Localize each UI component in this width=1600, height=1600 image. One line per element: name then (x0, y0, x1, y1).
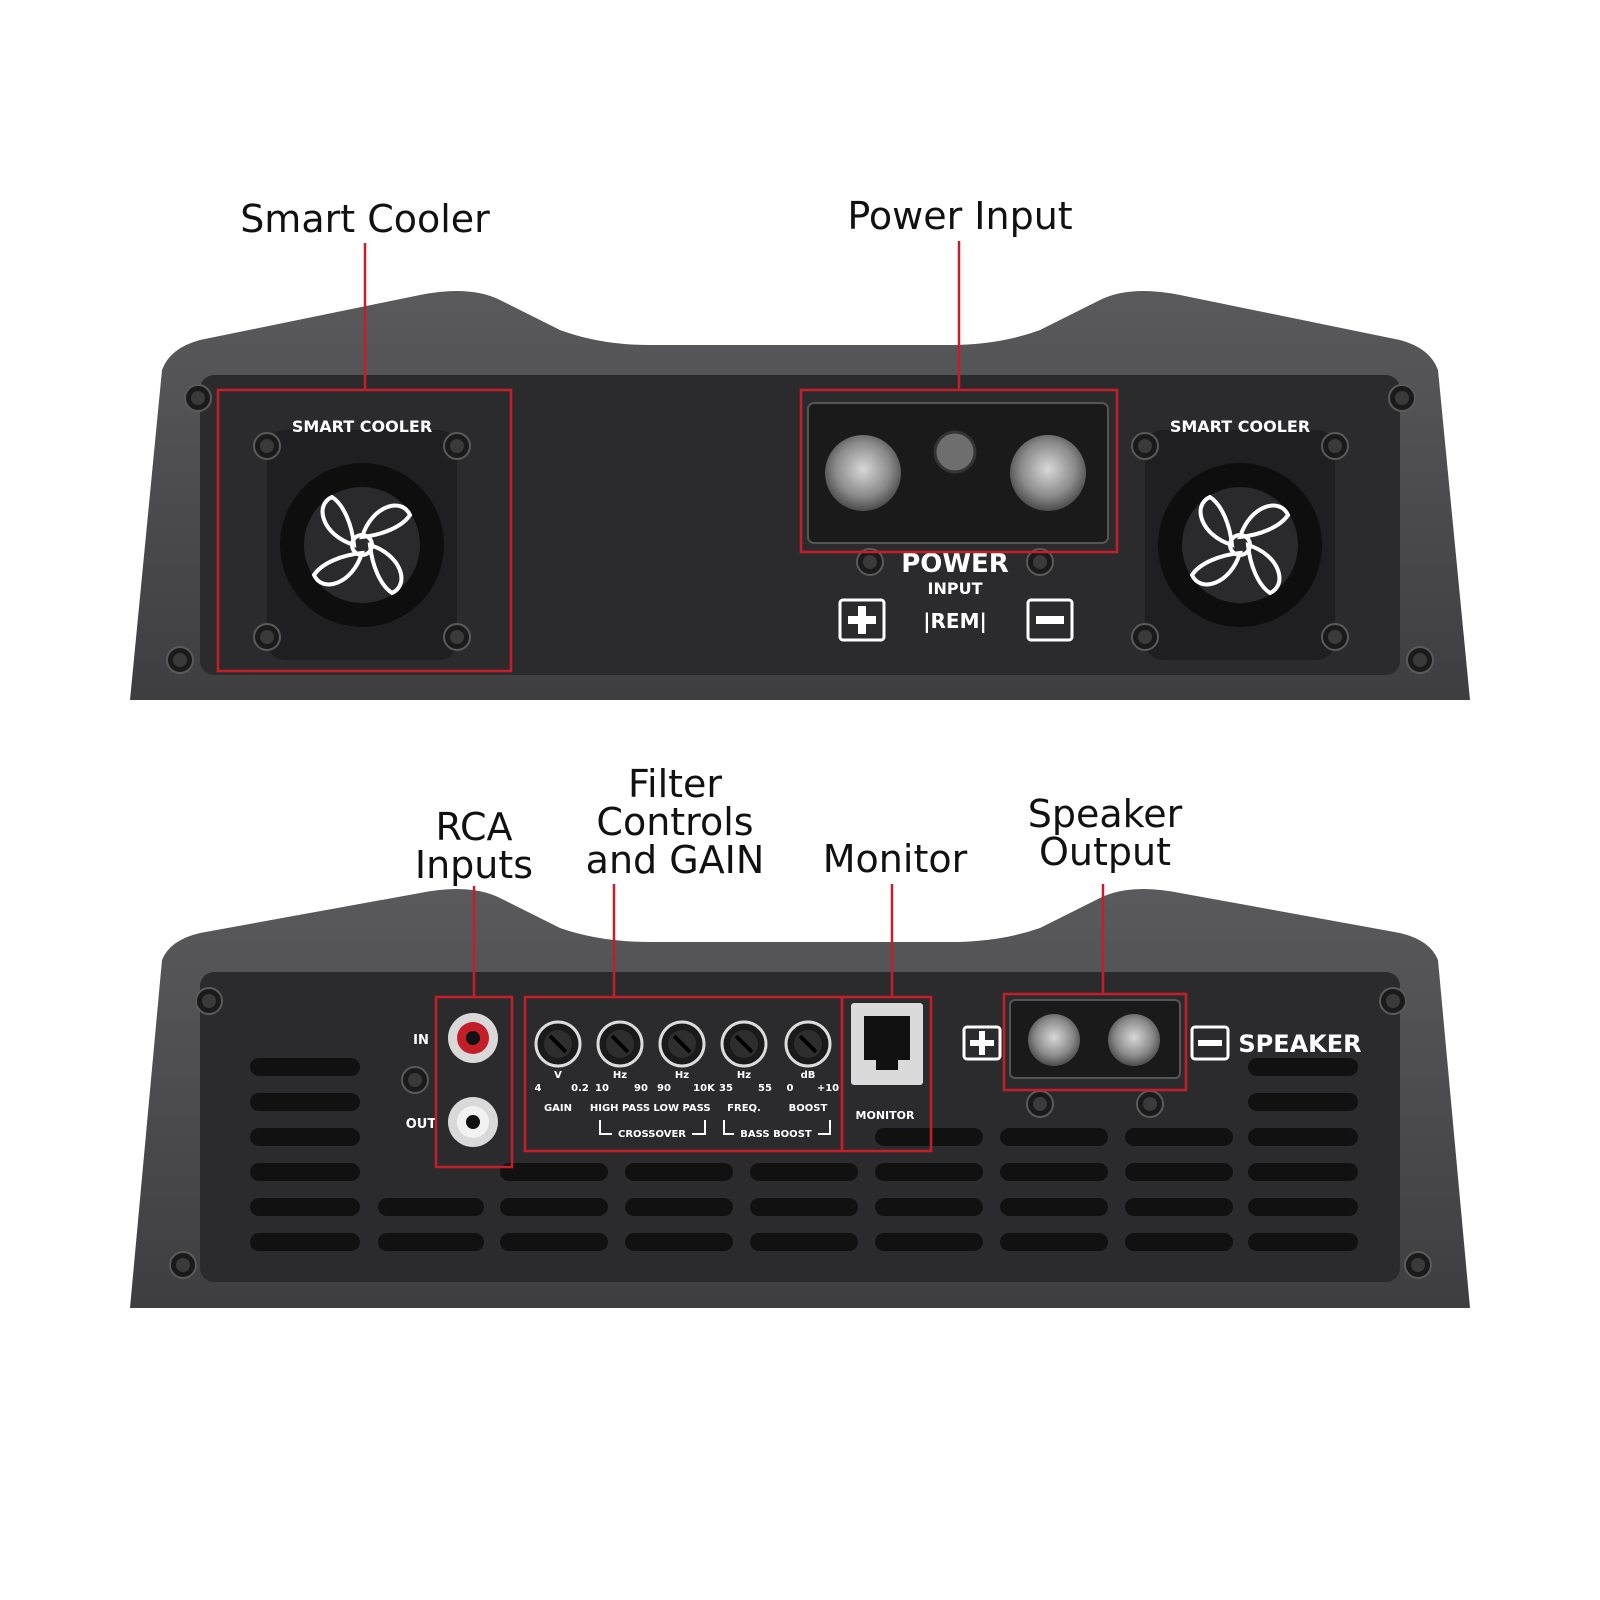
fan-left: SMART COOLER (253, 417, 471, 662)
rca-inputs-line-1: RCA (435, 805, 513, 849)
boost-scale-mid: dB (801, 1070, 816, 1081)
screw-icon (253, 623, 281, 651)
screw-icon (1131, 432, 1159, 460)
low-pass-scale-left: 90 (657, 1083, 671, 1094)
filter-controls: 4 V 0.2 10 Hz 90 90 Hz 10K 35 Hz 55 0 dB… (534, 1020, 839, 1140)
screw-icon (1136, 1090, 1164, 1118)
boost-label: BOOST (789, 1103, 828, 1114)
screw-icon (195, 987, 223, 1015)
power-terminal-block: POWER INPUT |REM| (807, 402, 1109, 642)
rca-inputs: IN OUT (401, 1013, 498, 1147)
speaker-output-callout: Speaker Output (1010, 795, 1200, 871)
monitor-label: MONITOR (856, 1109, 915, 1122)
rca-out-label: OUT (406, 1117, 437, 1132)
bass-boost-knob[interactable] (784, 1020, 832, 1068)
low-pass-scale-right: 10K (693, 1083, 716, 1094)
boost-scale-right: +10 (817, 1083, 839, 1094)
screw-icon (443, 623, 471, 651)
screw-icon (253, 432, 281, 460)
gain-scale-left: 4 (535, 1083, 542, 1094)
boost-scale-left: 0 (787, 1083, 794, 1094)
freq-scale-right: 55 (758, 1083, 772, 1094)
power-negative-terminal[interactable] (1010, 435, 1086, 511)
power-subtitle: INPUT (928, 579, 983, 598)
speaker-negative-terminal[interactable] (1108, 1014, 1160, 1066)
speaker-terminals: SPEAKER (962, 999, 1362, 1118)
low-pass-knob[interactable] (658, 1020, 706, 1068)
plus-terminal-icon (838, 598, 886, 642)
smart-cooler-callout: Smart Cooler (240, 197, 490, 241)
screw-icon (1404, 1251, 1432, 1279)
bass-freq-knob[interactable] (720, 1020, 768, 1068)
screw-icon (1321, 432, 1349, 460)
fan-right: SMART COOLER (1131, 417, 1349, 662)
monitor-port: MONITOR (851, 1003, 923, 1122)
rca-jack-out[interactable] (448, 1097, 498, 1147)
plus-terminal-icon (962, 1025, 1002, 1061)
low-pass-label: LOW PASS (653, 1103, 710, 1114)
power-positive-terminal[interactable] (825, 435, 901, 511)
rj45-port-icon[interactable] (864, 1016, 910, 1060)
fan-icon (265, 428, 459, 662)
speaker-output-highlight (1002, 992, 1188, 1092)
gain-label: GAIN (544, 1103, 572, 1114)
fan-label-left: SMART COOLER (292, 417, 432, 436)
gain-scale-right: 0.2 (571, 1083, 589, 1094)
speaker-output-line-1: Speaker (1027, 792, 1183, 836)
screw-icon (443, 432, 471, 460)
fan-label-right: SMART COOLER (1170, 417, 1310, 436)
freq-scale-mid: Hz (737, 1070, 751, 1081)
screw-icon (1026, 1090, 1054, 1118)
monitor-highlight (840, 995, 933, 1153)
screw-icon (1388, 384, 1416, 412)
power-title: POWER (901, 549, 1009, 579)
freq-label: FREQ. (727, 1103, 761, 1114)
filter-controls-line-2: Controls (596, 800, 754, 844)
high-pass-knob[interactable] (596, 1020, 644, 1068)
high-pass-scale-left: 10 (595, 1083, 609, 1094)
vents (250, 1058, 1358, 1251)
screw-icon (166, 646, 194, 674)
rca-inputs-line-2: Inputs (414, 843, 534, 887)
speaker-positive-terminal[interactable] (1028, 1014, 1080, 1066)
gain-scale-mid: V (554, 1070, 562, 1081)
speaker-output-line-2: Output (1039, 830, 1171, 874)
power-input-callout: Power Input (847, 194, 1073, 238)
screw-icon (184, 384, 212, 412)
rem-label: |REM| (923, 609, 987, 633)
gain-knob[interactable] (534, 1020, 582, 1068)
low-pass-scale-mid: Hz (675, 1070, 689, 1081)
screw-icon (1321, 623, 1349, 651)
monitor-callout: Monitor (822, 837, 968, 881)
screw-icon (1379, 987, 1407, 1015)
rca-in-label: IN (413, 1033, 429, 1048)
filter-controls-line-1: Filter (627, 762, 723, 806)
screw-icon (169, 1251, 197, 1279)
minus-terminal-icon (1190, 1025, 1230, 1061)
speaker-label: SPEAKER (1238, 1030, 1361, 1058)
screw-icon (1131, 623, 1159, 651)
bass-boost-group-label: BASS BOOST (740, 1129, 812, 1140)
rear-panel: IN OUT 4 V 0.2 10 (130, 884, 1470, 1308)
crossover-group-label: CROSSOVER (618, 1129, 686, 1140)
rca-inputs-callout: RCA Inputs (404, 808, 544, 884)
high-pass-scale-right: 90 (634, 1083, 648, 1094)
front-panel: SMART COOLER SMART COOLER POWER INPUT (130, 241, 1470, 700)
freq-scale-left: 35 (719, 1083, 733, 1094)
rca-jack-in[interactable] (448, 1013, 498, 1063)
high-pass-scale-mid: Hz (613, 1070, 627, 1081)
screw-icon (401, 1066, 429, 1094)
filter-controls-line-3: and GAIN (585, 838, 765, 882)
screw-icon (1406, 646, 1434, 674)
minus-terminal-icon (1026, 598, 1074, 642)
filter-controls-callout: Filter Controls and GAIN (560, 765, 790, 879)
high-pass-label: HIGH PASS (590, 1103, 650, 1114)
fan-icon (1143, 428, 1337, 662)
remote-terminal[interactable] (933, 430, 977, 474)
